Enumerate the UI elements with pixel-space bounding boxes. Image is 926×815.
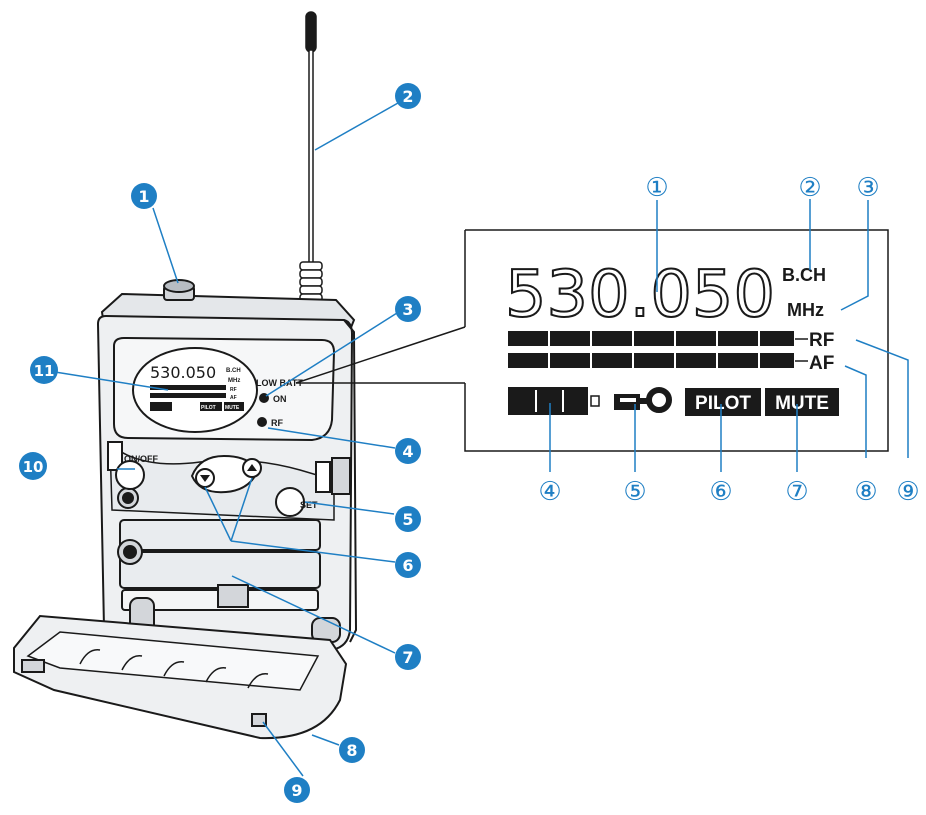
mini-display-mute: MUTE <box>225 405 240 411</box>
device-callout-6: 6 <box>395 552 421 578</box>
lcd-mhz-label: MHz <box>787 300 824 320</box>
lcd-leaders <box>549 199 909 472</box>
device-callout-10: 10 <box>19 452 47 480</box>
svg-text:1: 1 <box>138 187 149 206</box>
side-sockets <box>117 487 143 565</box>
svg-text:10: 10 <box>23 458 44 476</box>
device-callout-4: 4 <box>395 438 421 464</box>
lcd-key-lock-icon <box>614 387 672 413</box>
device-callout-3: 3 <box>395 296 421 322</box>
svg-text:7: 7 <box>402 648 413 667</box>
lcd-callout-5: ⑤ <box>623 477 646 507</box>
lcd-callout-7: ⑦ <box>785 477 808 507</box>
device-callout-9: 9 <box>284 777 310 803</box>
lcd-callout-2: ② <box>798 173 821 203</box>
lcd-callout-8: ⑧ <box>854 477 877 507</box>
mini-display-rf: RF <box>230 387 237 393</box>
lcd-mute-label: MUTE <box>775 393 829 414</box>
device-callout-1: 1 <box>131 183 157 209</box>
svg-text:3: 3 <box>402 300 413 319</box>
lcd-callout-9: ⑨ <box>896 477 919 507</box>
controls: ON/OFF SET <box>107 441 351 517</box>
lcd-frame <box>464 229 889 452</box>
mini-display-af: AF <box>230 395 237 401</box>
svg-text:4: 4 <box>402 442 413 461</box>
set-label: SET <box>300 500 318 510</box>
svg-text:11: 11 <box>34 362 55 380</box>
lcd-rf-label: RF <box>809 330 834 351</box>
lcd-callout-1: ① <box>645 173 668 203</box>
top-knob <box>163 279 195 301</box>
set-button[interactable] <box>275 487 305 517</box>
lcd-af-label: AF <box>809 353 834 374</box>
svg-text:8: 8 <box>346 741 357 760</box>
device-callout-2: 2 <box>395 83 421 109</box>
mini-display-bch: B.CH <box>226 368 241 374</box>
svg-text:6: 6 <box>402 556 413 575</box>
down-button[interactable] <box>195 468 215 488</box>
on-label: ON <box>273 394 287 404</box>
lcd-pilot-label: PILOT <box>695 393 751 414</box>
device-callout-7: 7 <box>395 644 421 670</box>
up-button[interactable] <box>242 458 262 478</box>
lcd-rf-bar <box>508 331 794 346</box>
antenna <box>299 11 323 311</box>
battery-cover <box>13 614 348 740</box>
lcd-callout-3: ③ <box>856 173 879 203</box>
on-off-button[interactable] <box>115 460 145 490</box>
lcd-af-bar <box>508 353 794 368</box>
device-callouts: 1 2 3 4 5 6 7 8 9 10 11 <box>19 83 421 803</box>
mini-display-pilot: PILOT <box>201 405 216 411</box>
device-callout-11: 11 <box>30 356 58 384</box>
lcd-pilot-indicator: PILOT <box>685 388 761 416</box>
lcd-bch-label: B.CH <box>782 265 826 285</box>
svg-text:2: 2 <box>402 87 413 106</box>
zoom-connectors <box>295 326 466 384</box>
lcd-mute-indicator: MUTE <box>765 388 839 416</box>
lcd-callout-4: ④ <box>538 477 561 507</box>
lcd-battery-icon <box>508 387 600 415</box>
low-batt-label: LOW BATT <box>256 378 303 388</box>
device-callout-8: 8 <box>339 737 365 763</box>
on-off-label: ON/OFF <box>124 454 158 464</box>
lcd-callouts: ① ② ③ ④ ⑤ ⑥ ⑦ ⑧ ⑨ <box>538 173 919 507</box>
lcd-frequency: 530.050 <box>505 258 775 332</box>
svg-text:5: 5 <box>402 510 413 529</box>
belt-clip <box>119 519 321 611</box>
up-arrow-icon <box>247 464 257 471</box>
down-arrow-icon <box>200 475 210 482</box>
device-leaders <box>54 102 399 777</box>
svg-text:9: 9 <box>291 781 302 800</box>
status-leds: LOW BATT ON RF <box>256 378 303 428</box>
mini-display: 530.050 B.CH MHz RF AF PILOT MUTE <box>132 347 258 433</box>
rf-led <box>257 417 267 427</box>
mini-display-mhz: MHz <box>228 378 240 384</box>
lcd-callout-6: ⑥ <box>709 477 732 507</box>
mini-display-freq: 530.050 <box>150 363 216 382</box>
device-callout-5: 5 <box>395 506 421 532</box>
rf-label: RF <box>271 418 283 428</box>
